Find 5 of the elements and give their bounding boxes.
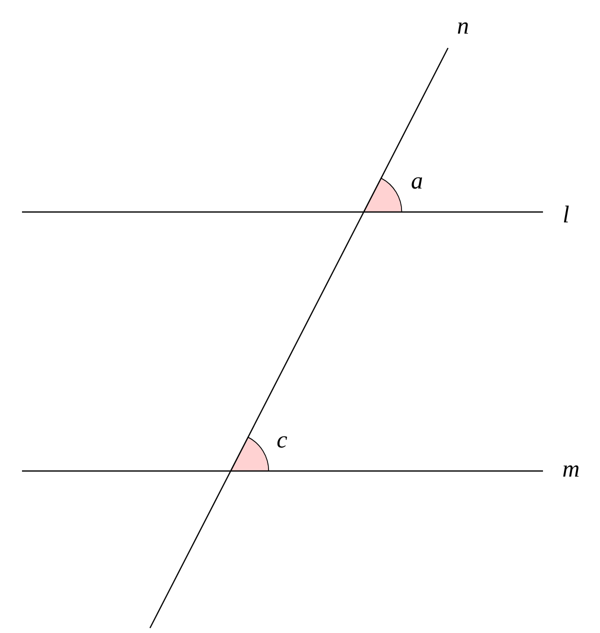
angle-label: a bbox=[412, 177, 422, 189]
line-label: m bbox=[563, 465, 579, 477]
angle-label: c bbox=[277, 436, 288, 448]
line-label: n bbox=[458, 22, 468, 34]
line-label: l bbox=[564, 206, 569, 222]
